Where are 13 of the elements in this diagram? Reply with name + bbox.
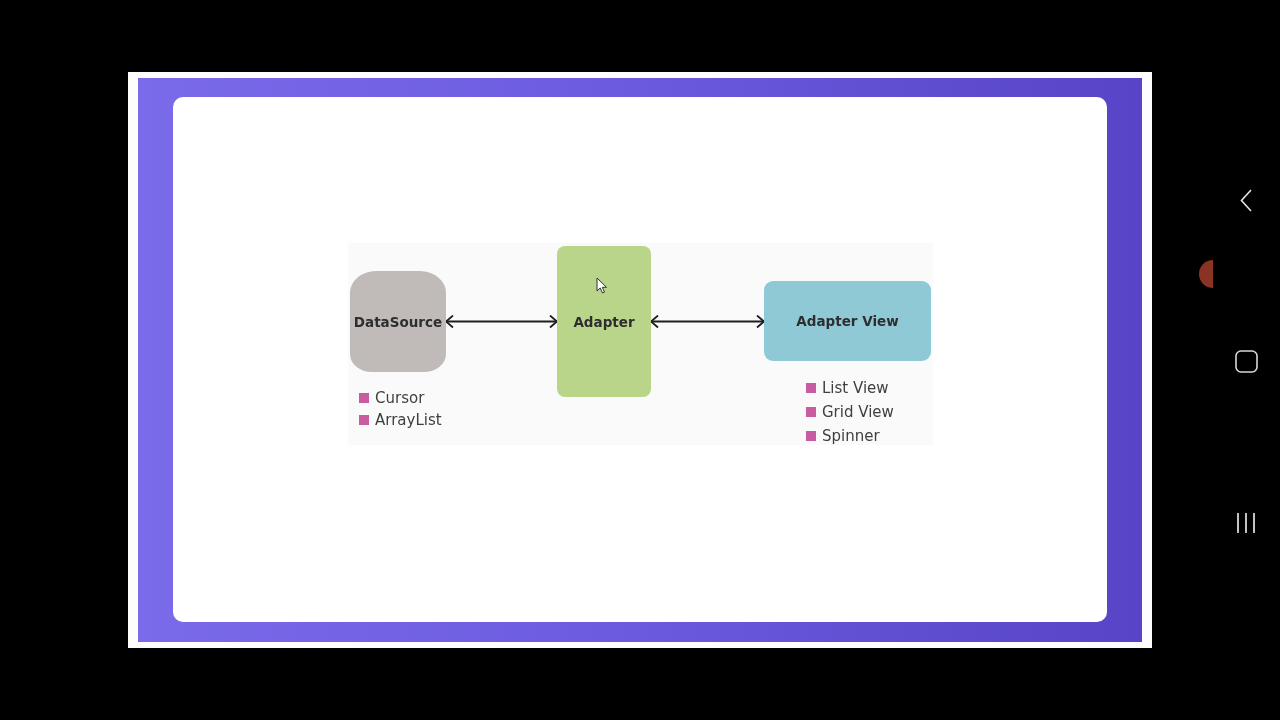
node-label: DataSource xyxy=(353,313,443,330)
double-arrow xyxy=(445,314,558,329)
database-shape xyxy=(350,271,446,372)
process-box xyxy=(557,246,651,397)
list-item: Grid View xyxy=(822,403,894,421)
list-item: List View xyxy=(822,379,889,397)
node-label: Adapter View xyxy=(796,313,899,329)
list-item: ArrayList xyxy=(375,411,442,429)
list-item: Cursor xyxy=(375,389,425,407)
list-item: Spinner xyxy=(822,427,880,445)
double-arrow xyxy=(650,314,765,329)
process-box xyxy=(764,281,931,361)
node-label: Adapter xyxy=(573,313,635,330)
